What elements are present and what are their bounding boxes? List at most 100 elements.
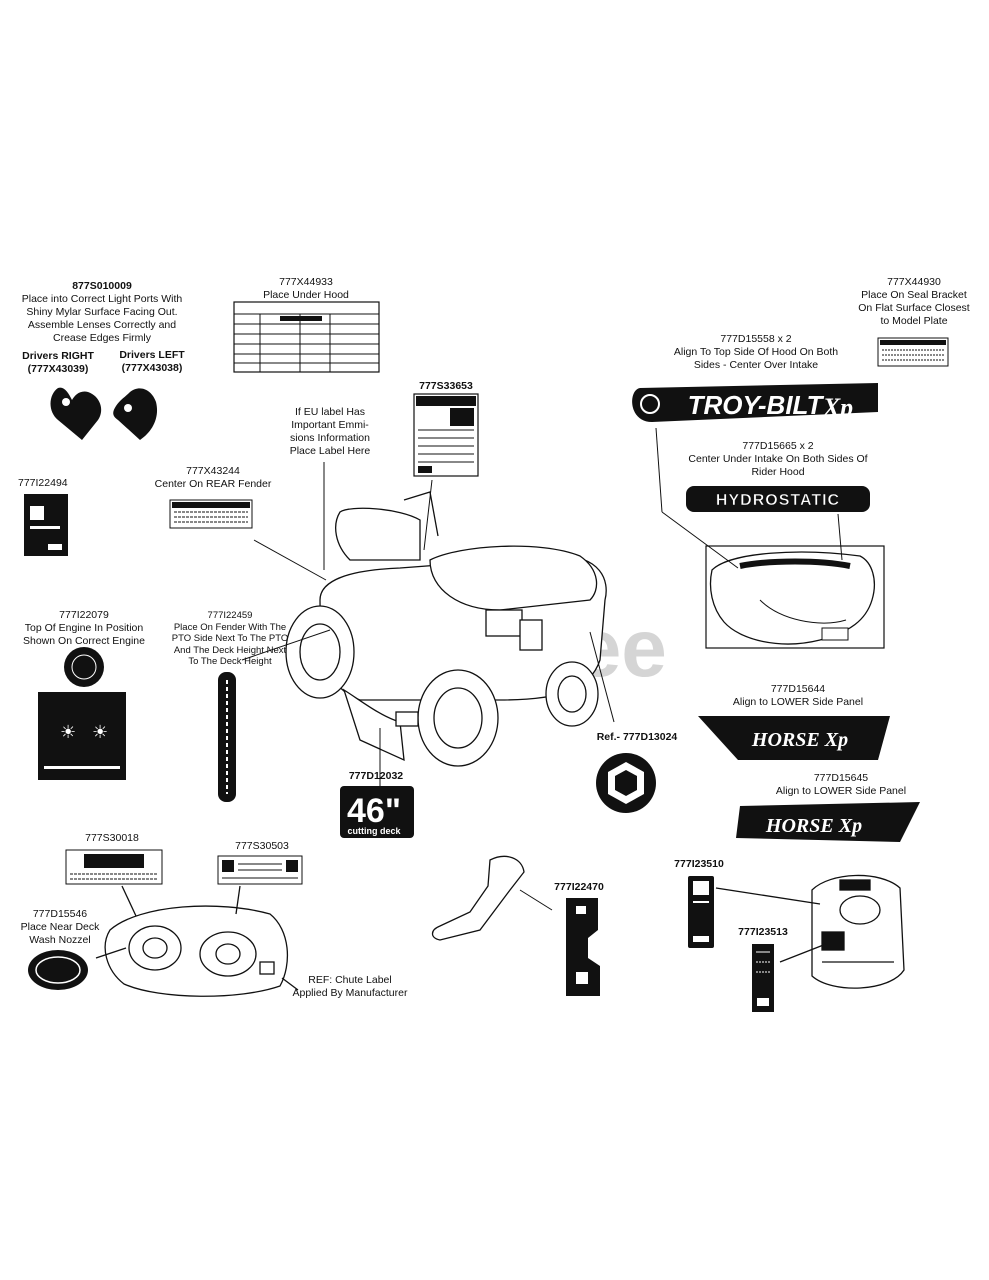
i22079-decal: ☀ ☀ xyxy=(38,647,126,780)
drivers-left-part: (777X43038) xyxy=(121,362,183,374)
i22494-callout: 777I22494 xyxy=(18,477,82,490)
dash-panel-illustration xyxy=(715,874,905,989)
hood-label-callout: 777X44933 Place Under Hood xyxy=(246,276,366,302)
i23510-callout: 777I23510 xyxy=(664,858,734,871)
i22459-part: 777I22459 xyxy=(207,610,253,621)
d15644-part: 777D15644 xyxy=(770,683,826,695)
s30018-part: 777S30018 xyxy=(85,832,139,844)
lens-line-3: Assemble Lenses Correctly and xyxy=(27,319,177,331)
mower-deck-illustration xyxy=(95,885,299,997)
engine-icon-2: ☀ xyxy=(92,722,108,742)
troy-bilt-xp-text: Xp xyxy=(822,393,853,422)
troy-bilt-line-2: Sides - Center Over Intake xyxy=(693,359,819,371)
lens-line-1: Place into Correct Light Ports With xyxy=(21,293,183,305)
hydrostatic-text: HYDROSTATIC xyxy=(716,492,840,509)
horse-decal-1: HORSE Xp xyxy=(698,716,890,760)
d13024-decal xyxy=(596,753,656,813)
hydrostatic-line-2: Rider Hood xyxy=(751,466,805,478)
s33653-part: 777S33653 xyxy=(419,380,473,392)
hood-info-label xyxy=(233,301,380,373)
seal-bracket-part: 777X44930 xyxy=(887,276,941,288)
d15546-callout: 777D15546 Place Near Deck Wash Nozzel xyxy=(12,908,108,947)
i22459-callout: 777I22459 Place On Fender With The PTO S… xyxy=(164,610,296,668)
chute-line-1: REF: Chute Label xyxy=(308,974,392,986)
d15644-callout: 777D15644 Align to LOWER Side Panel xyxy=(718,683,878,709)
drivers-right-callout: Drivers RIGHT (777X43039) xyxy=(16,350,100,376)
lens-left-decal xyxy=(113,388,158,440)
d15645-text: Align to LOWER Side Panel xyxy=(775,785,907,797)
d15645-part: 777D15645 xyxy=(813,772,869,784)
drivers-left-callout: Drivers LEFT (777X43038) xyxy=(110,349,194,375)
emissions-line-3: sions Information xyxy=(290,432,370,444)
drivers-left-title: Drivers LEFT xyxy=(119,349,185,361)
hydrostatic-decal: HYDROSTATIC xyxy=(686,486,870,512)
i23513-decal xyxy=(752,944,774,1012)
lens-line-2: Shiny Mylar Surface Facing Out. xyxy=(26,306,178,318)
troy-bilt-part: 777D15558 x 2 xyxy=(720,333,792,345)
lens-callout: 877S010009 Place into Correct Light Port… xyxy=(12,280,192,345)
troy-bilt-text: TROY-BILT xyxy=(688,390,825,420)
deck-size-text: 46" xyxy=(347,792,401,830)
i23513-part: 777I23513 xyxy=(738,926,788,938)
i22459-line-2: PTO Side Next To The PTO xyxy=(171,633,289,644)
i22079-part: 777I22079 xyxy=(59,609,109,621)
s33653-callout: 777S33653 xyxy=(410,380,482,393)
i22079-line-1: Top Of Engine In Position xyxy=(24,622,144,634)
i22079-callout: 777I22079 Top Of Engine In Position Show… xyxy=(14,609,154,648)
ref-d13024-callout: Ref.- 777D13024 xyxy=(582,731,692,744)
horse-decal-2: HORSE Xp xyxy=(736,802,920,842)
emissions-line-2: Important Emmi- xyxy=(291,419,369,431)
deck-46-decal: 46" cutting deck xyxy=(340,786,414,838)
seal-bracket-line-1: Place On Seal Bracket xyxy=(861,289,967,301)
deck-sub-text: cutting deck xyxy=(347,826,401,836)
x43244-label xyxy=(169,499,327,581)
hood-label-part: 777X44933 xyxy=(279,276,333,288)
d12032-callout: 777D12032 xyxy=(336,770,416,783)
i22470-callout: 777I22470 xyxy=(544,881,614,894)
d15546-line-2: Wash Nozzel xyxy=(29,934,91,946)
emissions-callout: If EU label Has Important Emmi- sions In… xyxy=(276,406,384,458)
hood-illustration xyxy=(655,427,885,649)
chute-callout: REF: Chute Label Applied By Manufacturer xyxy=(284,974,416,1000)
engine-icon: ☀ xyxy=(60,722,76,742)
d15546-part: 777D15546 xyxy=(32,908,88,920)
troy-bilt-callout: 777D15558 x 2 Align To Top Side Of Hood … xyxy=(656,333,856,372)
lens-line-4: Crease Edges Firmly xyxy=(52,332,152,344)
i22079-line-2: Shown On Correct Engine xyxy=(23,635,145,647)
troy-bilt-line-1: Align To Top Side Of Hood On Both xyxy=(673,346,839,358)
s30503-callout: 777S30503 xyxy=(222,840,302,853)
d15546-line-1: Place Near Deck xyxy=(20,921,100,933)
x43244-text: Center On REAR Fender xyxy=(154,478,272,490)
i22494-decal xyxy=(24,494,68,556)
s33653-label xyxy=(413,393,479,477)
d15546-decal xyxy=(28,950,88,990)
d15644-text: Align to LOWER Side Panel xyxy=(732,696,864,708)
i23513-callout: 777I23513 xyxy=(728,926,798,939)
tractor-illustration xyxy=(285,491,607,767)
i22459-line-1: Place On Fender With The xyxy=(173,621,287,633)
chute-line-2: Applied By Manufacturer xyxy=(292,987,408,999)
i22459-line-4: To The Deck Height xyxy=(188,656,272,667)
seal-bracket-line-2: On Flat Surface Closest xyxy=(858,302,970,314)
seal-bracket-label xyxy=(877,337,949,367)
lens-part-number: 877S010009 xyxy=(72,280,132,292)
s30503-part: 777S30503 xyxy=(235,840,289,852)
drivers-right-title: Drivers RIGHT xyxy=(22,350,94,362)
hydrostatic-line-1: Center Under Intake On Both Sides Of xyxy=(688,453,868,465)
x43244-part: 777X43244 xyxy=(186,465,240,477)
i22459-line-3: And The Deck Height Next xyxy=(173,644,287,656)
horse-text-2: HORSE Xp xyxy=(765,815,862,837)
horse-text-1: HORSE Xp xyxy=(751,729,848,751)
leader-lines xyxy=(241,462,615,792)
i22470-part: 777I22470 xyxy=(554,881,604,893)
x43244-callout: 777X43244 Center On REAR Fender xyxy=(140,465,286,491)
seal-bracket-callout: 777X44930 Place On Seal Bracket On Flat … xyxy=(844,276,984,328)
troy-bilt-decal: TROY-BILT Xp xyxy=(632,383,878,422)
hydrostatic-part: 777D15665 x 2 xyxy=(742,440,814,452)
emissions-line-1: If EU label Has xyxy=(294,406,366,418)
ref-d13024-text: Ref.- 777D13024 xyxy=(596,731,678,743)
d15645-callout: 777D15645 Align to LOWER Side Panel xyxy=(756,772,926,798)
seal-bracket-line-3: to Model Plate xyxy=(880,315,948,327)
